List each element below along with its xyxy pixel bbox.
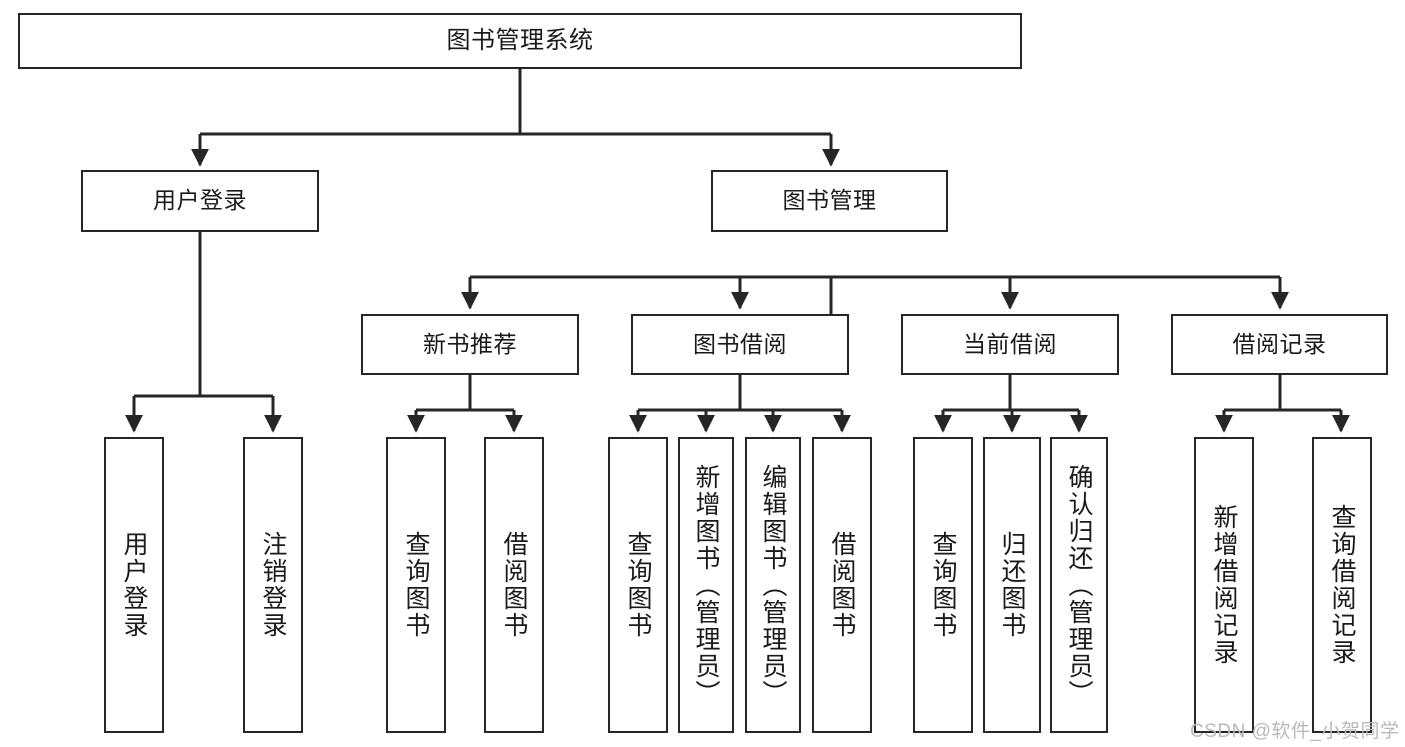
node-leaf-query-borrow-record[interactable]: 查询借阅记录 <box>1312 437 1372 733</box>
node-label: 用户登录 <box>120 531 148 639</box>
node-leaf-borrow-book[interactable]: 借阅图书 <box>812 437 872 733</box>
node-leaf-query-book-current[interactable]: 查询图书 <box>913 437 973 733</box>
node-label: 查询图书 <box>624 531 652 639</box>
node-leaf-logout[interactable]: 注销登录 <box>243 437 303 733</box>
node-label: 编辑图书（管理员） <box>759 463 787 707</box>
csdn-watermark: CSDN @软件_小贺同学 <box>1190 721 1400 742</box>
node-label: 新增图书（管理员） <box>692 463 720 707</box>
node-label: 归还图书 <box>998 531 1026 639</box>
node-label: 查询图书 <box>929 531 957 639</box>
node-label: 当前借阅 <box>963 330 1057 357</box>
node-leaf-confirm-return-admin[interactable]: 确认归还（管理员） <box>1050 437 1108 733</box>
node-leaf-borrow-book-new[interactable]: 借阅图书 <box>484 437 544 733</box>
node-label: 图书管理系统 <box>446 26 594 54</box>
node-label: 用户登录 <box>153 187 247 214</box>
node-label: 借阅记录 <box>1232 330 1327 357</box>
node-new-book-recommend[interactable]: 新书推荐 <box>361 314 579 375</box>
node-current-borrow[interactable]: 当前借阅 <box>901 314 1119 375</box>
node-book-borrow[interactable]: 图书借阅 <box>631 314 849 375</box>
node-label: 查询借阅记录 <box>1328 504 1356 666</box>
node-leaf-return-book[interactable]: 归还图书 <box>983 437 1041 733</box>
node-label: 查询图书 <box>402 531 430 639</box>
node-book-management[interactable]: 图书管理 <box>711 170 948 232</box>
node-leaf-query-book-new[interactable]: 查询图书 <box>386 437 446 733</box>
node-label: 借阅图书 <box>828 531 856 639</box>
node-leaf-add-book-admin[interactable]: 新增图书（管理员） <box>678 437 734 733</box>
node-leaf-edit-book-admin[interactable]: 编辑图书（管理员） <box>745 437 801 733</box>
node-label: 借阅图书 <box>500 531 528 639</box>
node-label: 新书推荐 <box>423 330 517 357</box>
node-leaf-user-login[interactable]: 用户登录 <box>104 437 164 733</box>
node-user-login[interactable]: 用户登录 <box>81 170 319 232</box>
node-leaf-query-book-borrow[interactable]: 查询图书 <box>608 437 668 733</box>
node-root-system[interactable]: 图书管理系统 <box>18 13 1022 69</box>
node-label: 注销登录 <box>259 531 287 639</box>
node-label: 确认归还（管理员） <box>1065 463 1093 707</box>
node-label: 图书管理 <box>782 187 877 214</box>
node-leaf-add-borrow-record[interactable]: 新增借阅记录 <box>1194 437 1254 733</box>
node-borrow-record[interactable]: 借阅记录 <box>1171 314 1388 375</box>
node-label: 图书借阅 <box>693 330 787 357</box>
node-label: 新增借阅记录 <box>1210 504 1238 666</box>
